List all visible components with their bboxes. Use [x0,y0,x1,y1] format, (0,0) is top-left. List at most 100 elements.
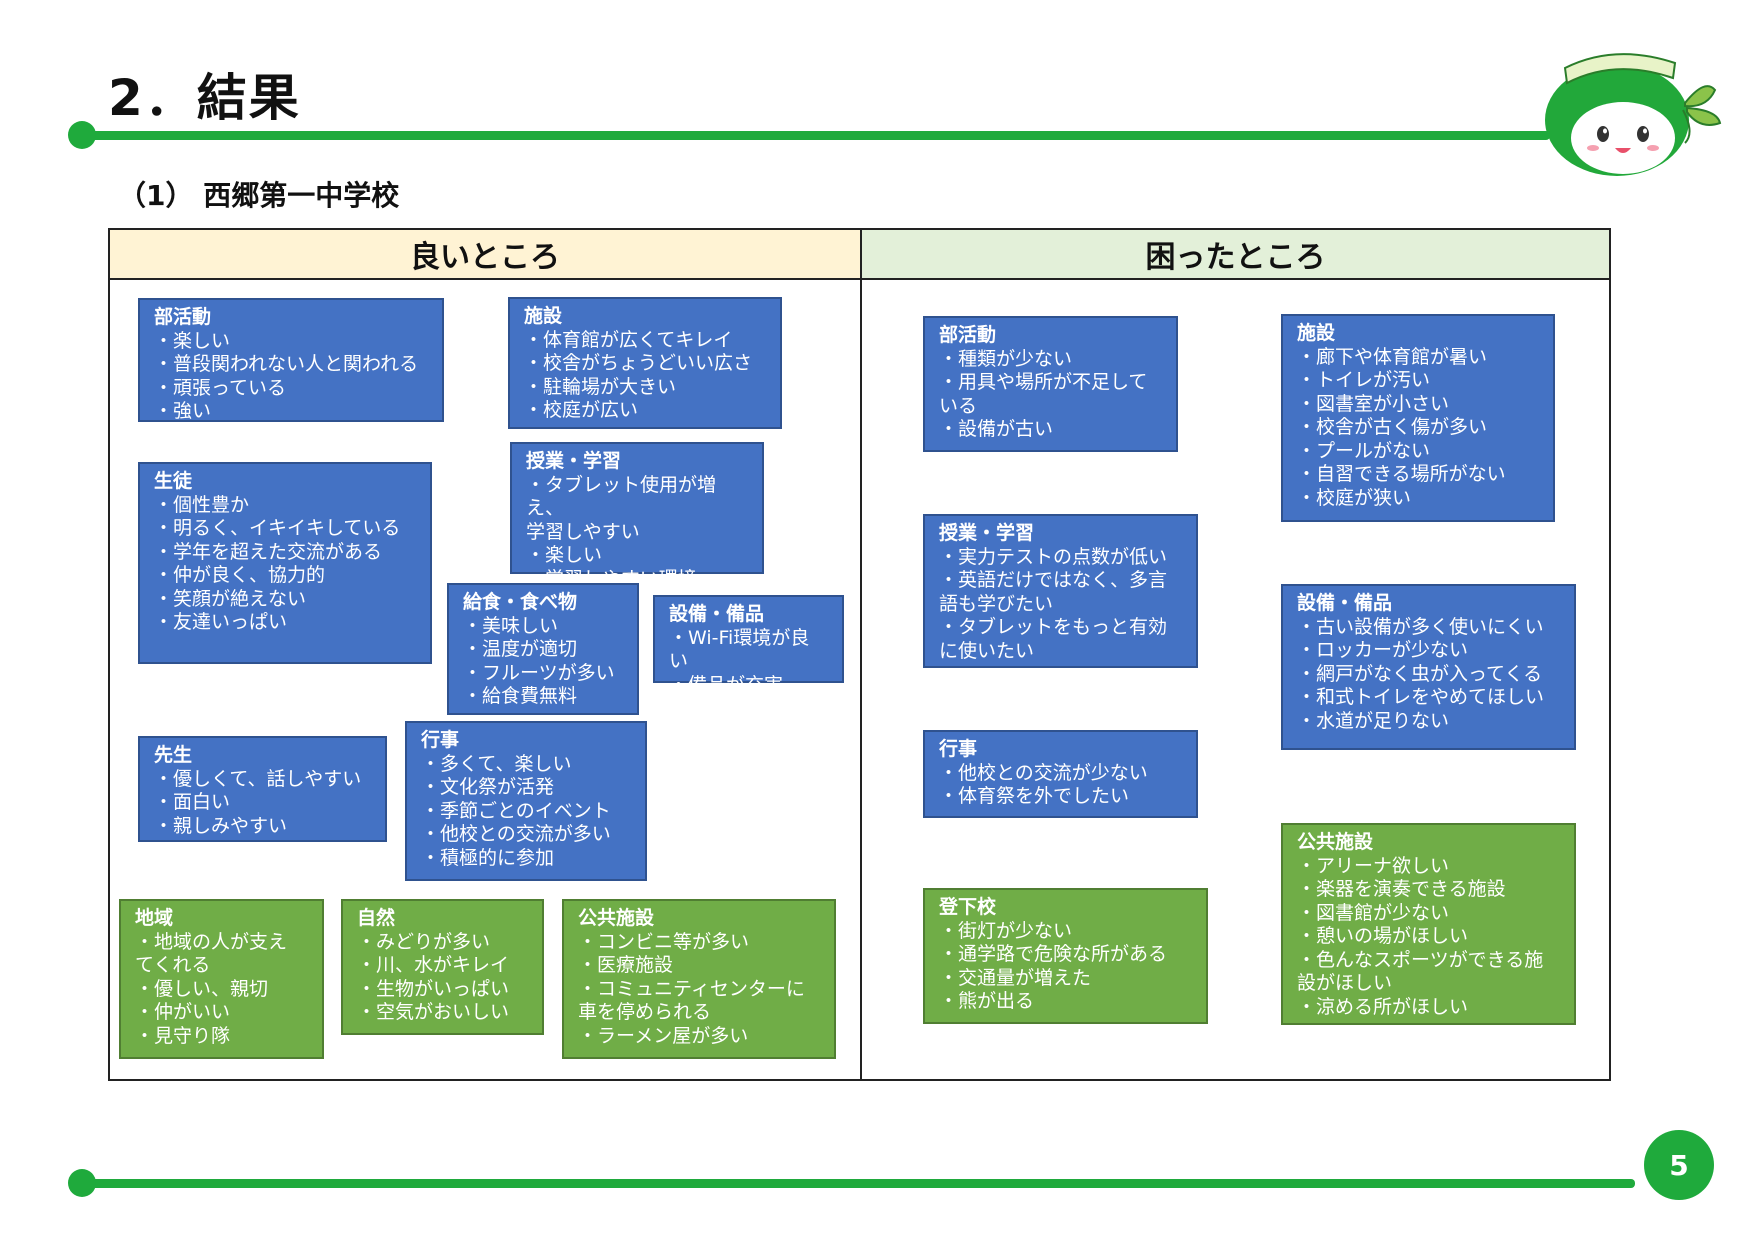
bad-card-equipment: 設備・備品・古い設備が多く使いにくい・ロッカーが少ない・網戸がなく虫が入ってくる… [1281,584,1576,750]
card-item: ・Wi-Fi環境が良い [669,626,810,673]
card-item: ・タブレットをもっと有効 [939,616,1168,638]
card-item: ・体育館が広くてキレイ [524,328,733,351]
card-item: ・憩いの場がほしい [1297,925,1469,947]
card-item: ・自習できる場所がない [1297,463,1506,485]
card-item: ・水道が足りない [1297,709,1450,732]
card-item: ・古い設備が多く使いにくい [1297,615,1544,638]
card-title: 行事 [421,729,460,751]
good-card-classes: 授業・学習・タブレット使用が増え、学習しやすい・楽しい・学習しやすい環境 [510,442,764,590]
good-card-events: 行事・多くて、楽しい・文化祭が活発・季節ごとのイベント・他校との交流が多い・積極… [405,721,647,881]
card-item: ・色んなスポーツができる施 [1297,948,1544,971]
mascot-icon [1545,53,1722,176]
good-card-community: 地域・地域の人が支えてくれる・優しい、親切・仲がいい・見守り隊 [119,899,324,1059]
card-item: ・アリーナ欲しい [1297,854,1450,877]
card-item: ・個性豊か [154,493,250,516]
card-item: ・美味しい [463,614,559,637]
good-card-public: 公共施設・コンビニ等が多い・医療施設・コミュニティセンターに車を停められる・ラー… [562,899,836,1059]
card-title: 授業・学習 [526,450,622,472]
card-item: ・優しくて、話しやすい [154,767,362,790]
card-item-list: ・楽しい・普段関われない人と関われる・頑張っている・強い [154,330,428,424]
card-item: ・友達いっぱい [154,611,288,633]
card-item: いる [939,394,978,417]
card-item: ・涼める所がほしい [1297,995,1469,1018]
card-item: ・廊下や体育館が暑い [1297,345,1488,368]
card-item: ・交通量が増えた [939,966,1092,989]
card-item: ・普段関われない人と関われる [154,353,419,375]
card-item: ・実力テストの点数が低い [939,545,1168,568]
card-item: ・明るく、イキイキしている [154,517,401,539]
card-item: ・楽器を演奏できる施設 [1297,878,1506,900]
card-item: ・面白い [154,791,231,813]
card-item: 学習しやすい [526,520,640,543]
good-card-equipment: 設備・備品・Wi-Fi環境が良い・備品が充実 [653,595,844,696]
page-number-badge: 5 [1644,1130,1714,1200]
card-item: ・熊が出る [939,990,1035,1012]
bad-card-events: 行事・他校との交流が少ない・体育祭を外でしたい [923,730,1198,818]
card-item: ・校舎が古く傷が多い [1297,416,1488,438]
good-points-header: 良いところ [110,230,860,280]
card-title: 施設 [524,305,563,327]
card-item: ・備品が充実 [669,673,784,696]
card-title: 生徒 [154,470,193,492]
card-item: ・川、水がキレイ [357,954,510,976]
card-item: ・笑顔が絶えない [154,587,307,610]
bad-card-commute: 登下校・街灯が少ない・通学路で危険な所がある・交通量が増えた・熊が出る [923,888,1208,1024]
card-item: ・和式トイレをやめてほしい [1297,686,1545,708]
card-item: ・駐輪場が大きい [524,375,677,398]
card-title: 地域 [135,907,174,929]
card-title: 設備・備品 [1297,592,1393,614]
card-item-list: ・他校との交流が少ない・体育祭を外でしたい [939,762,1182,809]
card-item: ・フルーツが多い [463,661,615,684]
card-item: ・みどりが多い [357,930,491,953]
bad-points-header: 困ったところ [862,230,1609,280]
card-title: 給食・食べ物 [463,591,578,613]
top-divider-line [80,131,1550,140]
card-title: 部活動 [939,324,997,346]
card-item: ・校庭が広い [524,399,639,421]
card-item: ・頑張っている [154,376,287,399]
card-item-list: ・多くて、楽しい・文化祭が活発・季節ごとのイベント・他校との交流が多い・積極的に… [421,753,631,871]
card-item: ・楽しい [154,329,231,352]
card-item: ・コミュニティセンターに [578,977,805,1000]
card-title: 先生 [154,744,193,766]
card-title: 部活動 [154,306,212,328]
card-item-list: ・美味しい・温度が適切・フルーツが多い・給食費無料 [463,615,623,709]
card-item: ・他校との交流が多い [421,823,611,845]
card-title: 公共施設 [578,907,655,929]
card-item: ・積極的に参加 [421,846,555,869]
card-item: ・図書館が少ない [1297,901,1450,924]
card-item-list: ・アリーナ欲しい・楽器を演奏できる施設・図書館が少ない・憩いの場がほしい・色んな… [1297,855,1560,1020]
card-item: ・強い [154,400,212,422]
card-item-list: ・体育館が広くてキレイ・校舎がちょうどいい広さ・駐輪場が大きい・校庭が広い [524,329,766,423]
card-item: ・空気がおいしい [357,1001,510,1023]
card-item: ・文化祭が活発 [421,776,555,798]
card-item: ・親しみやすい [154,814,288,837]
card-item-list: ・みどりが多い・川、水がキレイ・生物がいっぱい・空気がおいしい [357,931,528,1025]
good-card-club: 部活動・楽しい・普段関われない人と関われる・頑張っている・強い [138,298,444,422]
card-item: ・街灯が少ない [939,919,1073,942]
card-item: ・種類が少ない [939,347,1073,370]
column-divider [860,230,862,1079]
good-card-students: 生徒・個性豊か・明るく、イキイキしている・学年を超えた交流がある・仲が良く、協力… [138,462,432,664]
bad-card-classes: 授業・学習・実力テストの点数が低い・英語だけではなく、多言語も学びたい・タブレッ… [923,514,1198,668]
bad-card-club: 部活動・種類が少ない・用具や場所が不足している・設備が古い [923,316,1178,452]
card-item-list: ・古い設備が多く使いにくい・ロッカーが少ない・網戸がなく虫が入ってくる・和式トイ… [1297,616,1560,734]
card-item: ・体育祭を外でしたい [939,785,1130,807]
card-item: 車を停められる [578,1001,712,1023]
card-item-list: ・地域の人が支えてくれる・優しい、親切・仲がいい・見守り隊 [135,931,308,1049]
good-card-nature: 自然・みどりが多い・川、水がキレイ・生物がいっぱい・空気がおいしい [341,899,544,1035]
card-title: 自然 [357,907,396,929]
card-item: ・温度が適切 [463,638,578,660]
results-table: 良いところ 困ったところ [108,228,1611,1081]
bottom-divider-dot [68,1169,96,1197]
card-item: ・地域の人が支え [135,930,288,953]
card-item: ・見守り隊 [135,1024,231,1047]
card-item: ・ロッカーが少ない [1297,639,1469,661]
card-item: ・校庭が狭い [1297,486,1412,509]
card-title: 施設 [1297,322,1336,344]
card-item: ・網戸がなく虫が入ってくる [1297,662,1543,685]
card-item-list: ・Wi-Fi環境が良い・備品が充実 [669,627,828,698]
slide-title: 2．結果 [108,69,301,127]
card-item-list: ・コンビニ等が多い・医療施設・コミュニティセンターに車を停められる・ラーメン屋が… [578,931,820,1049]
card-item: ・通学路で危険な所がある [939,943,1168,965]
